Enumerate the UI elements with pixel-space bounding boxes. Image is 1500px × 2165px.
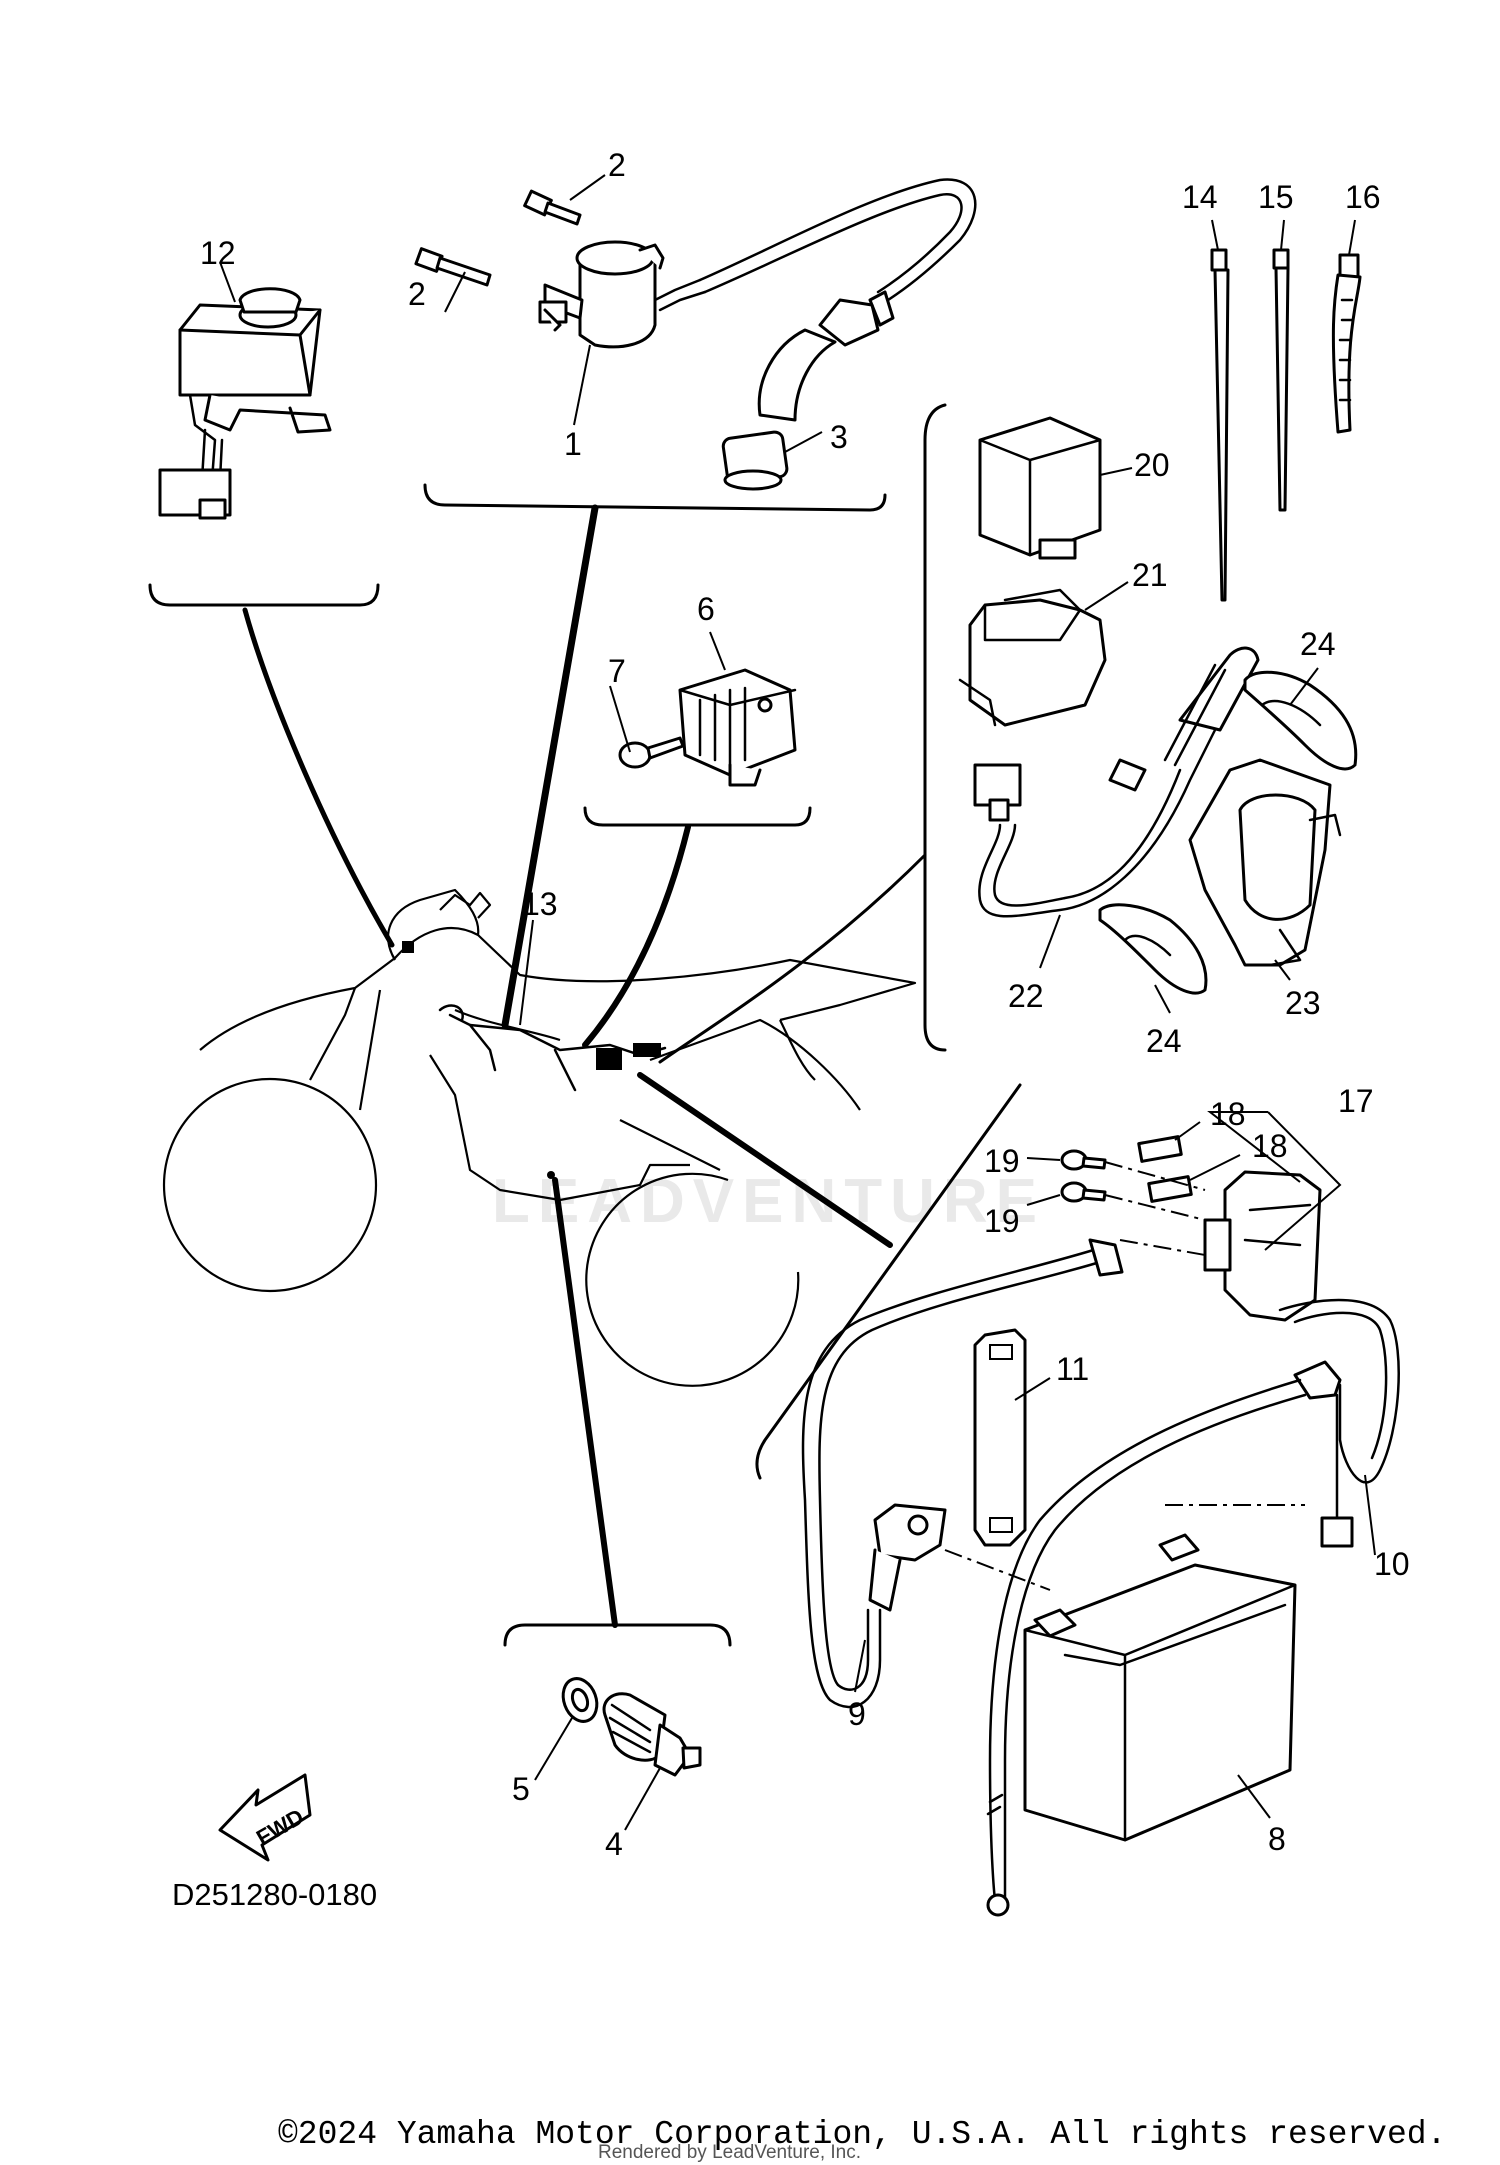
callout-24-bottom: 24 — [1146, 1023, 1182, 1059]
callout-19-top: 19 — [984, 1143, 1020, 1179]
spark-plug-cable-inner — [703, 193, 963, 294]
callout-16: 16 — [1345, 179, 1381, 215]
watermark: LEADVENTURE — [492, 1167, 1045, 1236]
copyright-notice: ©2024 Yamaha Motor Corporation, U.S.A. A… — [278, 2116, 1447, 2153]
callout-7: 7 — [608, 653, 626, 689]
cable-tie-14 — [1210, 248, 1230, 602]
callout-17: 17 — [1338, 1083, 1374, 1119]
bolt-2b — [414, 247, 492, 287]
callout-15: 15 — [1258, 179, 1294, 215]
bolt-19a — [1060, 1149, 1107, 1171]
fuse-18b — [1147, 1175, 1193, 1203]
group-bracket-switch — [503, 1623, 732, 1647]
callout-12: 12 — [200, 235, 236, 271]
heavy-line-switch — [552, 1177, 618, 1628]
motorcycle-outline — [162, 888, 917, 1387]
callout-22: 22 — [1008, 978, 1044, 1014]
neutral-switch — [602, 1692, 702, 1777]
bolt-19b — [1060, 1181, 1107, 1203]
fwd-arrow-icon: FWD — [218, 1773, 312, 1862]
heavy-line-battery — [637, 1072, 893, 1248]
spark-plug-cable — [698, 178, 977, 307]
cdi-holder — [958, 588, 1107, 727]
relay-unit — [158, 287, 332, 520]
battery-cable-10 — [1278, 1298, 1400, 1484]
battery-cable-10-long — [988, 1378, 1302, 1902]
starter-relay — [1203, 1170, 1322, 1322]
callout-5: 5 — [512, 1771, 530, 1807]
callout-1: 1 — [564, 426, 582, 462]
wire-harness-22 — [973, 646, 1260, 918]
rubber-band-24b — [1098, 903, 1208, 995]
washer-5 — [561, 1677, 599, 1723]
heavy-line-cdi — [658, 853, 927, 1064]
heavy-line-coil — [501, 504, 599, 1029]
callout-6: 6 — [697, 591, 715, 627]
callout-14: 14 — [1182, 179, 1218, 215]
rendered-by-notice: Rendered by LeadVenture, Inc. — [598, 2142, 862, 2163]
cdi-bracket-23 — [1188, 758, 1342, 967]
callout-11: 11 — [1056, 1351, 1089, 1387]
leader-lines — [219, 174, 1376, 1831]
group-bracket-relay — [148, 583, 380, 607]
callout-24-top: 24 — [1300, 626, 1336, 662]
fuse-18a — [1137, 1135, 1183, 1163]
callout-18-bottom: 18 — [1252, 1128, 1288, 1164]
callout-2-top: 2 — [608, 147, 626, 183]
group-bracket-battery — [755, 1083, 1022, 1480]
callout-8: 8 — [1268, 1821, 1286, 1857]
heavy-line-relay — [242, 607, 395, 948]
battery — [1023, 1533, 1297, 1842]
callout-18-top: 18 — [1210, 1096, 1246, 1132]
callout-23: 23 — [1285, 985, 1321, 1021]
cdi-unit — [978, 416, 1102, 560]
battery-band — [973, 1328, 1027, 1547]
rectifier-regulator — [678, 668, 797, 787]
assembly-line-relay — [1104, 1161, 1206, 1256]
callout-3: 3 — [830, 419, 848, 455]
bolt-2a — [523, 189, 582, 226]
battery-cable-9 — [801, 1246, 1102, 1709]
ignition-coil — [538, 240, 707, 349]
group-bracket-cdi — [923, 403, 947, 1052]
group-bracket-coil — [423, 483, 887, 512]
rubber-band-24a — [1243, 670, 1358, 771]
cable-tie-16 — [1331, 253, 1362, 434]
heavy-line-rectifier — [582, 824, 691, 1048]
callout-10: 10 — [1374, 1546, 1410, 1582]
callout-4: 4 — [605, 1826, 623, 1862]
cable-tie-15 — [1272, 248, 1290, 512]
diagram-code: D251280-0180 — [172, 1877, 377, 1912]
callout-21: 21 — [1132, 557, 1168, 593]
callout-19-bottom: 19 — [984, 1203, 1020, 1239]
terminal-cover — [868, 1503, 947, 1612]
callout-13: 13 — [522, 886, 558, 922]
group-bracket-rectifier — [583, 806, 812, 827]
callout-2-left: 2 — [408, 276, 426, 312]
screw-7 — [618, 736, 685, 769]
spark-plug-cap — [721, 290, 895, 491]
callout-20: 20 — [1134, 447, 1170, 483]
callout-9: 9 — [848, 1696, 866, 1732]
